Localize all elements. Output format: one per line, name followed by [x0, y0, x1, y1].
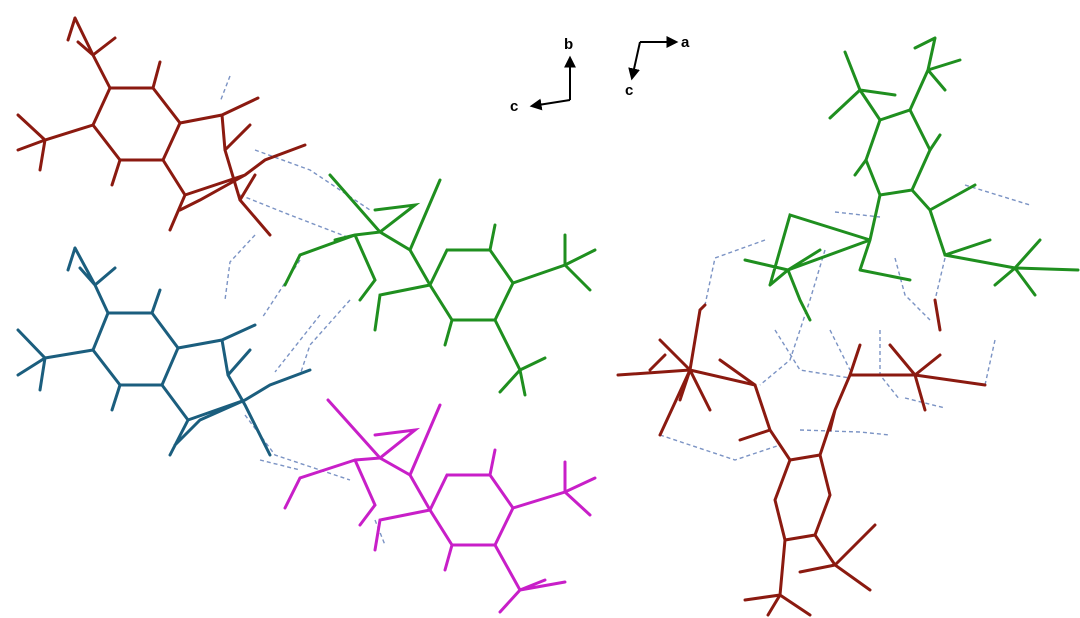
- green-ring: [428, 248, 515, 322]
- magenta-substituents: [283, 398, 597, 614]
- green-right-ring: [864, 108, 932, 197]
- red-ring: [91, 86, 182, 162]
- axes-right: a c: [625, 34, 690, 99]
- green-substituents: [283, 173, 597, 397]
- molecule-red-right: [616, 298, 987, 617]
- green-right-substituents: [743, 36, 1080, 322]
- right-panel: a c: [616, 34, 1080, 617]
- axes-left: b c: [510, 36, 576, 115]
- molecule-green: [283, 173, 597, 397]
- magenta-ring: [428, 473, 515, 547]
- red-right-ring: [773, 453, 832, 542]
- left-panel: b c: [16, 16, 597, 614]
- axis-right-down-label: c: [625, 82, 633, 99]
- axis-left-up-label: b: [564, 36, 573, 53]
- molecule-green-right: [743, 36, 1080, 322]
- axis-right-right-label: a: [681, 34, 690, 51]
- axis-left-left-label: c: [510, 98, 518, 115]
- red-right-substituents: [616, 298, 987, 617]
- molecule-teal: [16, 246, 312, 457]
- right-hydrogen-bonds: [659, 184, 1031, 461]
- teal-substituents: [16, 246, 312, 457]
- molecule-magenta: [283, 398, 597, 614]
- teal-ring: [91, 311, 180, 387]
- red-substituents: [16, 16, 307, 237]
- molecule-red: [16, 16, 307, 237]
- left-hydrogen-bonds: [219, 75, 386, 546]
